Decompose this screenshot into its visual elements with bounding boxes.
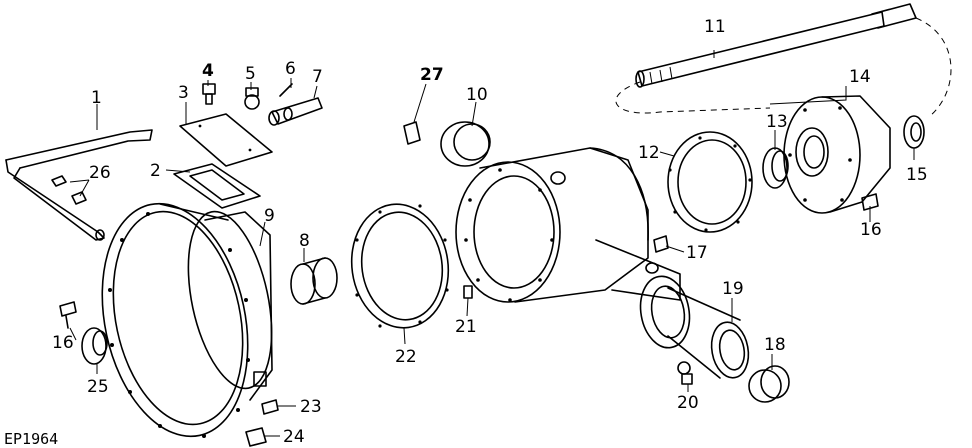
callout-11: 11 [704, 17, 726, 37]
part-20-nut [677, 361, 693, 385]
callout-labels: 1 2 3 4 5 6 7 8 9 10 11 12 13 14 15 16 1… [52, 17, 928, 447]
callout-27: 27 [420, 65, 444, 85]
part-26-pin [51, 175, 87, 205]
callout-9: 9 [264, 206, 275, 226]
callout-18: 18 [764, 335, 786, 355]
figure-reference-code: EP1964 [4, 430, 58, 448]
callout-17: 17 [686, 243, 708, 263]
callout-22: 22 [395, 347, 417, 367]
part-17-fitting [653, 235, 669, 253]
callout-10: 10 [466, 85, 488, 105]
callout-8: 8 [299, 231, 310, 251]
leader-lines [69, 50, 915, 437]
callout-3: 3 [178, 83, 189, 103]
part-1-rod [5, 129, 153, 241]
part-11-axle-shaft [615, 3, 952, 117]
callout-24: 24 [283, 427, 305, 447]
part-14-hub [783, 95, 891, 214]
part-12-gasket [667, 131, 753, 233]
callout-7: 7 [312, 67, 323, 87]
part-10-cap [440, 121, 491, 167]
callout-5: 5 [245, 64, 256, 84]
axle-housing [455, 147, 681, 303]
part-24-plug [245, 427, 267, 447]
part-2-gasket [173, 163, 261, 209]
part-9-housing [101, 202, 273, 438]
callout-23: 23 [300, 397, 322, 417]
callout-2: 2 [150, 161, 161, 181]
callout-19: 19 [722, 279, 744, 299]
callout-6: 6 [285, 59, 296, 79]
part-25-seal [81, 327, 108, 365]
part-16-bolt-left [59, 301, 77, 329]
part-5-plug [244, 87, 260, 110]
callout-21: 21 [455, 317, 477, 337]
part-15-seal [903, 115, 925, 149]
part-22-gasket [350, 203, 450, 329]
part-6-pin [279, 83, 293, 97]
callout-26: 26 [89, 163, 111, 183]
part-23-bolt [261, 399, 279, 415]
callout-20: 20 [677, 393, 699, 413]
part-3-cover-plate [179, 113, 273, 167]
part-27-stud [403, 121, 421, 145]
callout-16-right: 16 [860, 220, 882, 240]
part-7-clevis [268, 97, 323, 126]
callout-1: 1 [91, 88, 102, 108]
callout-14: 14 [849, 67, 871, 87]
part-18-ring [748, 365, 790, 403]
part-21-pin [463, 285, 473, 299]
callout-25: 25 [87, 377, 109, 397]
part-19-tube [639, 275, 750, 379]
callout-13: 13 [766, 112, 788, 132]
callout-12: 12 [638, 143, 660, 163]
callout-16-left: 16 [52, 333, 74, 353]
part-16-bolt-right [861, 193, 879, 211]
callout-4: 4 [202, 61, 214, 81]
part-8-bushing [290, 257, 338, 305]
part-4-bolt [202, 83, 216, 105]
callout-15: 15 [906, 165, 928, 185]
